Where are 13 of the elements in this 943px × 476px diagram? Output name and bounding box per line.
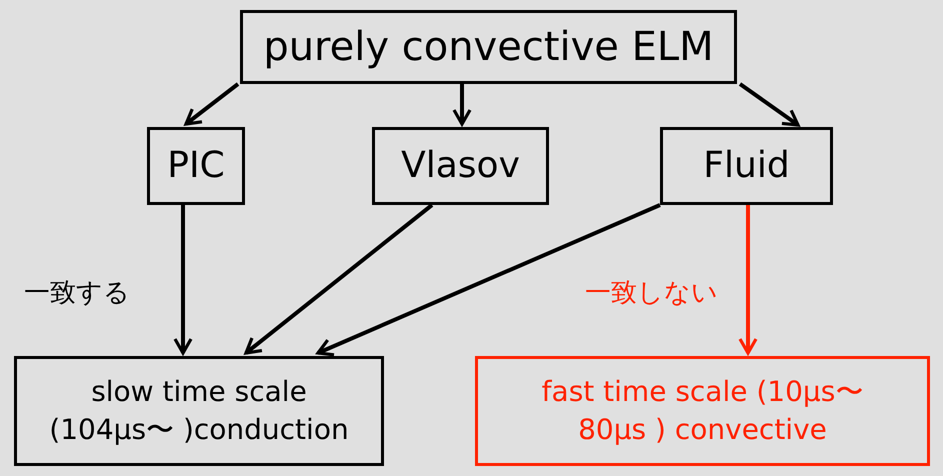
arrow	[452, 84, 472, 126]
arrow	[244, 203, 434, 355]
result-box: slow time scale (104μs〜 )conduction	[14, 356, 384, 466]
arrow	[173, 205, 193, 355]
method-box: Fluid	[660, 127, 833, 205]
arrow	[316, 203, 661, 356]
arrow	[738, 82, 800, 127]
arrow	[738, 205, 758, 355]
result-box: fast time scale (10μs〜80μs ) convective	[475, 356, 930, 466]
arrow	[184, 82, 240, 126]
method-box: Vlasov	[372, 127, 549, 205]
method-box: PIC	[147, 127, 245, 205]
title-box: purely convective ELM	[240, 10, 737, 84]
